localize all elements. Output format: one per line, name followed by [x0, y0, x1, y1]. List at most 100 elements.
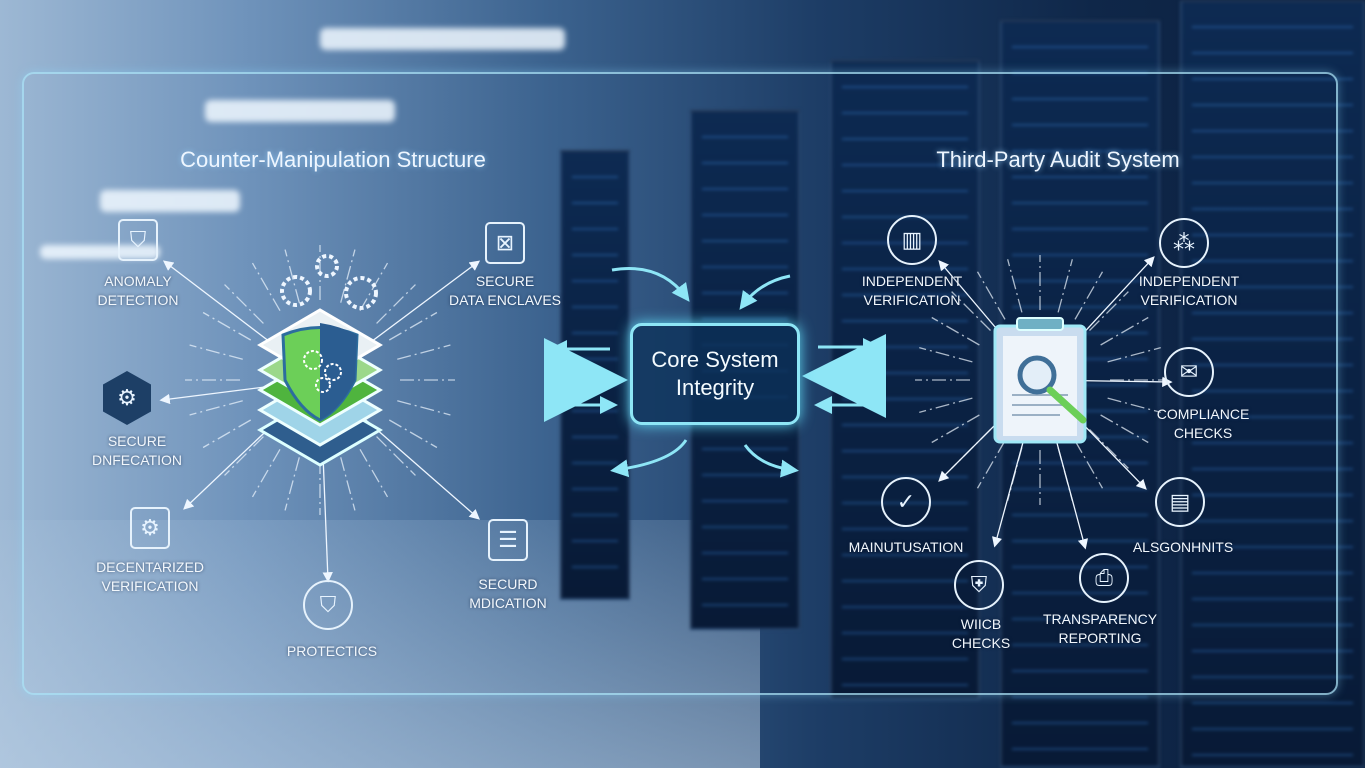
node-label-line: DNFECATION — [92, 452, 182, 468]
decorative-ray — [919, 347, 973, 363]
shield-badge-icon: ⛉ — [303, 580, 353, 630]
decorative-ray — [1089, 429, 1129, 469]
decorative-ray — [202, 311, 252, 341]
decorative-ray — [359, 448, 389, 498]
diagram-frame — [22, 72, 1338, 695]
decorative-ray — [1107, 347, 1161, 363]
ceiling-light — [40, 245, 160, 259]
node-label-line: REPORTING — [1058, 630, 1142, 646]
node-label-line: SECURE — [475, 273, 535, 289]
clipboard-magnifier-icon — [993, 317, 1087, 444]
decorative-ray — [251, 262, 281, 312]
envelope-icon: ✉ — [1164, 347, 1214, 397]
node-label-line: COMPLIANCE — [1156, 406, 1250, 422]
decorative-ray — [284, 457, 300, 511]
shield-icon: ⛉ — [118, 219, 158, 261]
decorative-ray — [976, 440, 1006, 489]
core-system-integrity-box: Core System Integrity — [630, 323, 800, 425]
node-label-independent-verification-left: INDEPENDENT VERIFICATION — [862, 272, 962, 310]
node-label-securd-mdication: SECURD MDICATION — [469, 575, 547, 613]
node-label-line: SECURE — [107, 433, 167, 449]
layered-shield-gears-icon — [257, 308, 383, 467]
node-label-line: VERIFICATION — [101, 578, 199, 594]
decorative-ray — [224, 284, 264, 324]
decorative-ray — [388, 311, 438, 341]
node-label-line: VERIFICATION — [1140, 292, 1238, 308]
node-label-secure-data-enclaves: SECURE DATA ENCLAVES — [449, 272, 561, 310]
node-label-line: MAINUTUSATION — [848, 539, 964, 555]
node-label-wiicb-checks: WIICB CHECKS — [952, 615, 1010, 653]
node-label-mainutusation: MAINUTUSATION — [849, 538, 964, 557]
decorative-ray — [1089, 291, 1129, 331]
node-label-line: WIICB — [960, 616, 1002, 632]
node-label-line: VERIFICATION — [863, 292, 961, 308]
decorative-ray — [931, 316, 980, 346]
document-shield-icon: ⛨ — [954, 560, 1004, 610]
document-icon: ▤ — [1155, 477, 1205, 527]
node-label-line: SECURD — [478, 576, 538, 592]
decorative-ray — [397, 344, 451, 360]
decorative-ray — [397, 400, 451, 416]
floor — [0, 520, 760, 768]
node-label-secure-dnfecation: SECURE DNFECATION — [92, 432, 182, 470]
node-label-line: CHECKS — [1173, 425, 1233, 441]
node-label-decentarized-verification: DECENTARIZED VERIFICATION — [96, 558, 204, 596]
decorative-ray — [1057, 447, 1073, 501]
decorative-ray — [1107, 397, 1161, 413]
node-label-line: INDEPENDENT — [1138, 273, 1240, 289]
document-gear-icon: ⚙ — [130, 507, 170, 549]
decorative-ray — [931, 414, 980, 444]
decorative-ray — [951, 291, 991, 331]
node-label-line: ANOMALY — [104, 273, 172, 289]
node-label-line: MDICATION — [469, 595, 547, 611]
decorative-ray — [340, 457, 356, 511]
node-label-line: DECENTARIZED — [96, 559, 204, 575]
decorative-ray — [202, 419, 252, 449]
node-label-line: INDEPENDENT — [861, 273, 963, 289]
node-label-line: ALSGONHNITS — [1132, 539, 1234, 555]
node-label-independent-verification-right: INDEPENDENT VERIFICATION — [1139, 272, 1239, 310]
decorative-ray — [1100, 414, 1149, 444]
decorative-ray — [376, 284, 416, 324]
gear-hexagon-icon: ⚙ — [103, 371, 151, 425]
node-label-transparency-reporting: TRANSPARENCY REPORTING — [1043, 610, 1157, 648]
node-label-anomaly-detection: ANOMALY DETECTION — [98, 272, 179, 310]
decorative-ray — [340, 249, 356, 303]
node-label-compliance-checks: COMPLIANCE CHECKS — [1157, 405, 1250, 443]
decorative-ray — [1100, 316, 1149, 346]
node-label-line: CHECKS — [951, 635, 1011, 651]
node-label-line: DETECTION — [97, 292, 179, 308]
right-section-title: Third-Party Audit System — [936, 147, 1180, 172]
decorative-ray — [1074, 440, 1104, 489]
decorative-ray — [376, 436, 416, 476]
ceiling-light — [100, 190, 240, 212]
ceiling-light — [320, 28, 565, 50]
decorative-ray — [1007, 447, 1023, 501]
decorative-ray — [284, 249, 300, 303]
clipboard-icon: ☰ — [488, 519, 528, 561]
book-icon: ▥ — [887, 215, 937, 265]
decorative-ray — [189, 400, 243, 416]
decorative-ray — [951, 429, 991, 469]
ceiling-light — [205, 100, 395, 122]
decorative-ray — [1074, 271, 1104, 320]
node-label-line: PROTECTICS — [286, 643, 378, 659]
decorative-ray — [1057, 259, 1073, 313]
integration-arrows — [544, 267, 886, 478]
decorative-ray — [189, 344, 243, 360]
decorative-ray — [224, 436, 264, 476]
decorative-ray — [1007, 259, 1023, 313]
decorative-ray — [919, 397, 973, 413]
left-section-title: Counter-Manipulation Structure — [180, 147, 486, 172]
secure-box-icon: ⊠ — [485, 222, 525, 264]
decorative-ray — [251, 448, 281, 498]
decorative-ray — [976, 271, 1006, 320]
people-network-icon: ⁂ — [1159, 218, 1209, 268]
gears-icon — [280, 254, 378, 310]
id-badge-icon: ⎙ — [1079, 553, 1129, 603]
decorative-ray — [388, 419, 438, 449]
node-label-line: DATA ENCLAVES — [448, 292, 562, 308]
node-label-line: TRANSPARENCY — [1042, 611, 1158, 627]
checkmark-icon: ✓ — [881, 477, 931, 527]
